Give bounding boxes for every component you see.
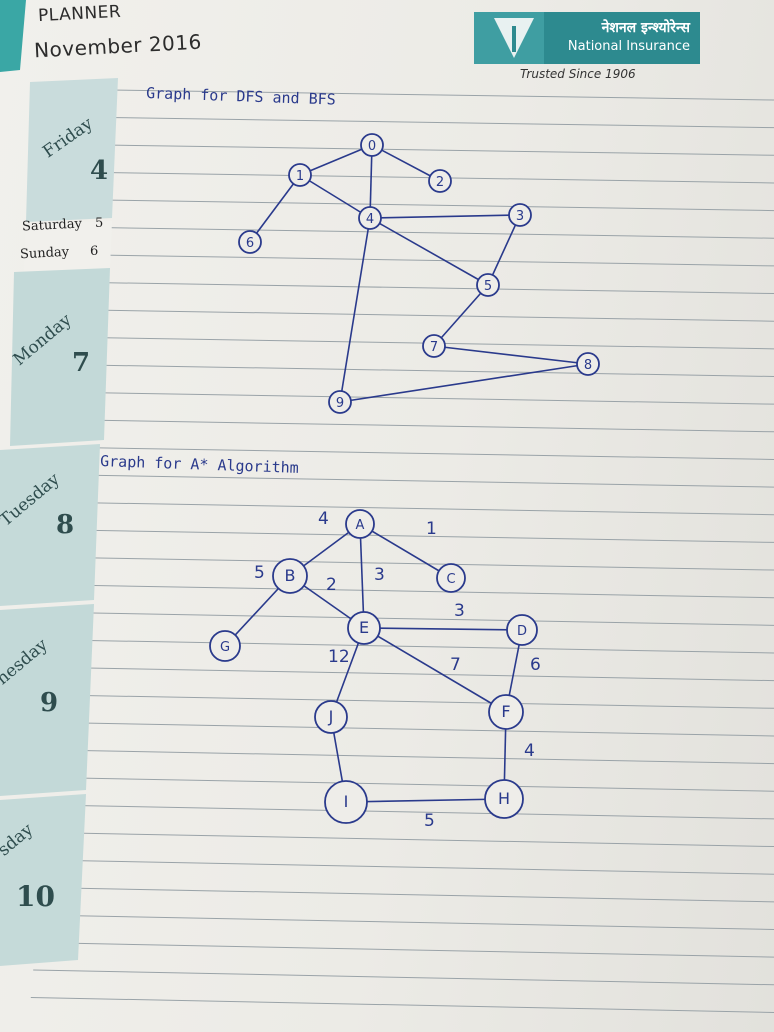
- dfs-node-label: 8: [584, 358, 592, 373]
- astar-node-F: [488, 694, 524, 730]
- dfs-edge-4-3: [369, 214, 521, 219]
- dfs-node-label: 2: [436, 175, 444, 190]
- day-num-7: 7: [72, 348, 91, 378]
- brand-logo: नेशनल इन्श्योरेन्स National Insurance: [474, 12, 700, 64]
- astar-edge-weight: 7: [450, 655, 461, 675]
- dfs-node-6: [238, 230, 262, 254]
- astar-node-B: [272, 558, 308, 594]
- day-sidebar: [0, 0, 118, 966]
- dfs-edge-7-8: [433, 345, 589, 365]
- astar-node-label: J: [328, 707, 334, 726]
- dfs-node-0: [360, 133, 384, 157]
- day-num-5: 5: [95, 216, 104, 231]
- astar-graph-title: Graph for A* Algorithm: [100, 452, 299, 477]
- dfs-edge-1-4: [299, 174, 371, 219]
- dfs-node-label: 5: [484, 279, 492, 294]
- astar-node-label: C: [446, 572, 455, 587]
- astar-node-label: I: [344, 792, 349, 811]
- astar-node-label: F: [501, 702, 510, 721]
- astar-edge-weight: 3: [454, 601, 465, 621]
- brand-name: National Insurance: [567, 39, 690, 54]
- dfs-node-4: [358, 206, 382, 230]
- dfs-node-1: [288, 163, 312, 187]
- astar-edge-A-E: [359, 523, 365, 629]
- astar-edge-weight: 5: [254, 563, 265, 583]
- day-num-6: 6: [90, 244, 99, 259]
- dfs-edge-0-2: [371, 144, 441, 182]
- astar-node-label: B: [285, 566, 296, 585]
- dfs-node-3: [508, 203, 532, 227]
- day-num-10: 10: [16, 880, 55, 913]
- astar-edge-weight: 12: [328, 647, 350, 667]
- astar-graph: 4 1 3 2 5 3 12 7 6 4 5 A B C D E F G H I J: [209, 509, 541, 831]
- dfs-node-9: [328, 390, 352, 414]
- astar-edge-E-D: [363, 627, 523, 631]
- dfs-graph-title: Graph for DFS and BFS: [146, 84, 336, 109]
- astar-edge-weight: 6: [530, 655, 541, 675]
- astar-node-D: [506, 614, 538, 646]
- brand-hindi-name: नेशनल इन्श्योरेन्स: [601, 20, 690, 36]
- astar-edge-weight: 4: [318, 509, 329, 529]
- astar-node-label: A: [356, 518, 365, 533]
- dfs-node-label: 7: [430, 340, 438, 355]
- dfs-node-5: [476, 273, 500, 297]
- umbrella-icon: [474, 12, 544, 64]
- dfs-node-2: [428, 169, 452, 193]
- astar-node-label: D: [517, 624, 527, 639]
- dfs-edge-3-5: [487, 214, 521, 286]
- dfs-edge-8-9: [339, 363, 589, 403]
- astar-node-label: E: [359, 618, 369, 637]
- astar-node-J: [314, 700, 348, 734]
- astar-node-label: G: [220, 640, 230, 655]
- dfs-edge-1-6: [249, 174, 301, 243]
- day-num-9: 9: [40, 688, 59, 718]
- day-num-8: 8: [56, 510, 75, 540]
- dfs-node-label: 0: [368, 139, 376, 154]
- dfs-edge-4-9: [339, 217, 371, 403]
- astar-edge-weight: 4: [524, 741, 535, 761]
- dfs-edge-5-7: [433, 284, 489, 347]
- astar-node-H: [484, 779, 524, 819]
- dfs-node-label: 4: [366, 212, 374, 227]
- astar-node-A: [345, 509, 375, 539]
- dfs-node-label: 3: [516, 209, 524, 224]
- astar-edge-weight: 5: [424, 811, 435, 831]
- dfs-node-7: [422, 334, 446, 358]
- astar-edge-weight: 3: [374, 565, 385, 585]
- astar-edge-weight: 1: [426, 519, 437, 539]
- dfs-edge-0-1: [299, 144, 373, 176]
- dfs-edge-4-5: [369, 217, 489, 286]
- astar-node-C: [436, 563, 466, 593]
- brand-tagline: Trusted Since 1906: [520, 67, 636, 81]
- astar-node-E: [347, 611, 381, 645]
- astar-edge-E-F: [363, 627, 507, 713]
- astar-node-I: [324, 780, 368, 824]
- astar-node-label: H: [498, 789, 510, 808]
- astar-edge-weight: 2: [326, 575, 337, 595]
- dfs-graph: 0 1 2 3 4 5 6 7 8 9: [238, 133, 600, 414]
- astar-edge-I-H: [345, 798, 505, 803]
- dfs-node-label: 9: [336, 396, 344, 411]
- astar-node-G: [209, 630, 241, 662]
- dfs-node-label: 6: [246, 236, 254, 251]
- astar-edge-A-C: [359, 523, 452, 579]
- dfs-edge-0-4: [369, 144, 373, 219]
- day-num-4: 4: [90, 156, 109, 186]
- dfs-node-label: 1: [296, 169, 304, 184]
- dfs-node-8: [576, 352, 600, 376]
